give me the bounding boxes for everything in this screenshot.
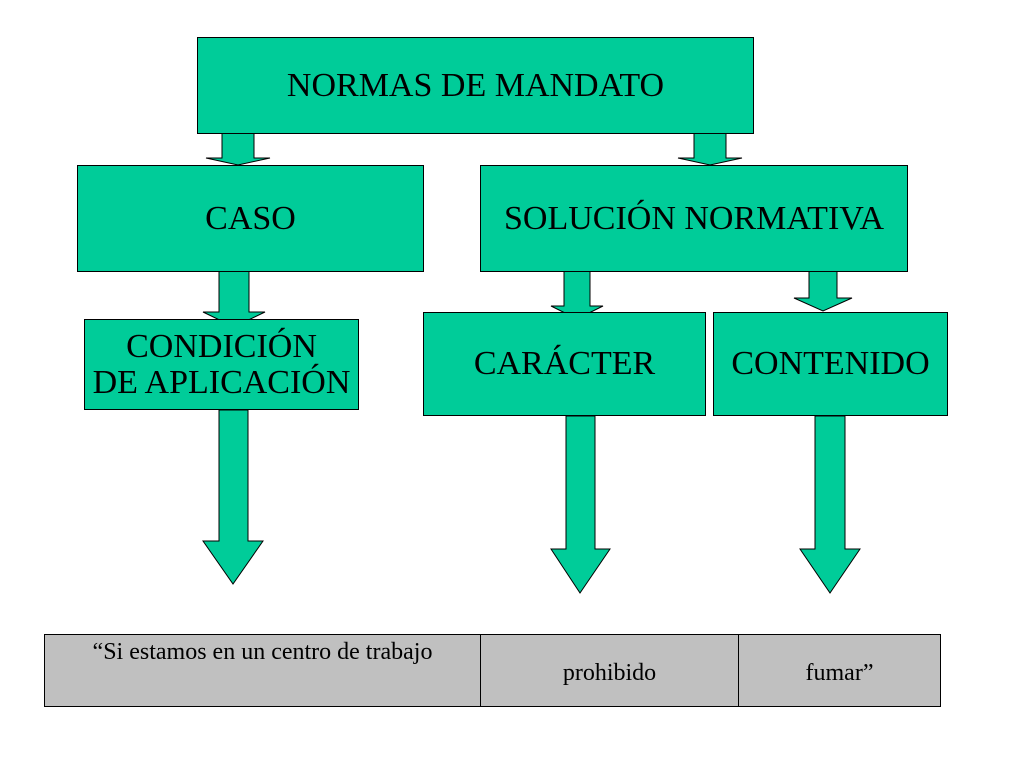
example-row: “Si estamos en un centro de trabajo proh… xyxy=(44,634,941,707)
example-condition-cell: “Si estamos en un centro de trabajo xyxy=(44,634,481,707)
solucion-box: SOLUCIÓN NORMATIVA xyxy=(480,165,908,272)
caracter-label: CARÁCTER xyxy=(473,345,656,383)
root-box: NORMAS DE MANDATO xyxy=(197,37,754,134)
arrow-root-to-caso xyxy=(205,132,271,166)
example-content-cell: fumar” xyxy=(738,634,941,707)
caracter-box: CARÁCTER xyxy=(423,312,706,416)
example-content-text: fumar” xyxy=(805,660,874,686)
arrow-solucion-to-contenido xyxy=(793,270,853,312)
root-label: NORMAS DE MANDATO xyxy=(286,66,665,104)
example-table: “Si estamos en un centro de trabajo proh… xyxy=(44,634,941,707)
condicion-label: CONDICIÓN DE APLICACIÓN xyxy=(92,327,351,401)
arrow-caracter-down xyxy=(550,415,611,594)
arrow-root-to-solucion xyxy=(677,132,743,166)
example-character-text: prohibido xyxy=(562,660,657,686)
example-condition-text: “Si estamos en un centro de trabajo xyxy=(92,639,433,665)
condicion-box: CONDICIÓN DE APLICACIÓN xyxy=(84,319,359,410)
contenido-label: CONTENIDO xyxy=(731,345,930,383)
caso-label: CASO xyxy=(205,199,296,237)
arrow-condicion-down xyxy=(202,409,264,585)
contenido-box: CONTENIDO xyxy=(713,312,948,416)
example-character-cell: prohibido xyxy=(480,634,739,707)
arrow-contenido-down xyxy=(799,415,861,594)
caso-box: CASO xyxy=(77,165,424,272)
solucion-label: SOLUCIÓN NORMATIVA xyxy=(503,199,884,237)
